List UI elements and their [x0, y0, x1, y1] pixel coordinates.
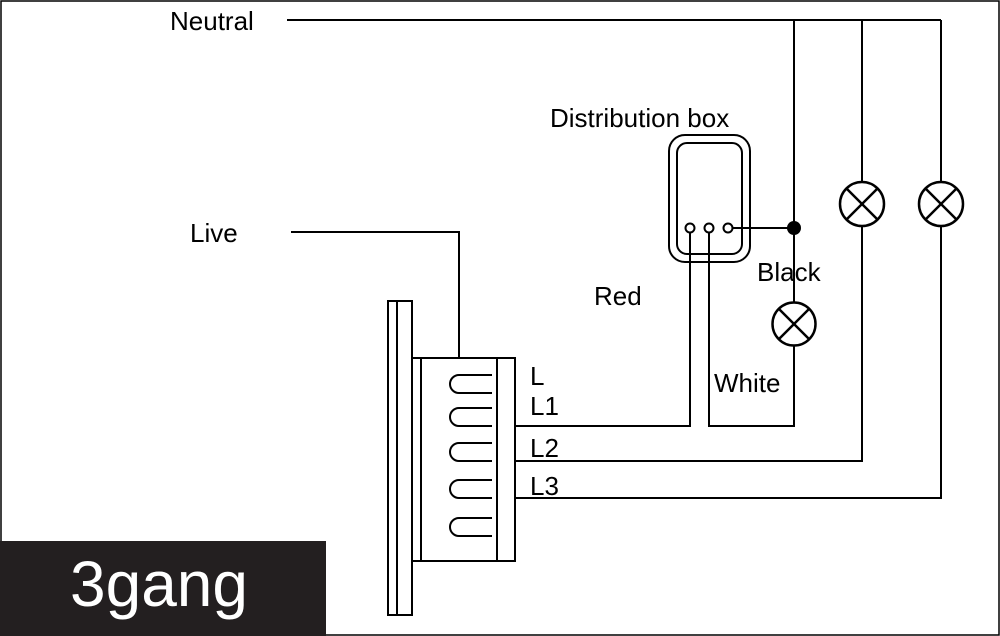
black-wire-label: Black: [757, 257, 822, 287]
terminal-l3: [449, 479, 492, 499]
red-wire: [492, 233, 691, 427]
terminal-l-label: L: [530, 361, 544, 391]
terminal-l1: [449, 407, 492, 427]
switch-terminals: [449, 374, 492, 537]
l3-wire: [492, 227, 942, 499]
neutral-label: Neutral: [170, 6, 254, 36]
white-wire-label: White: [714, 368, 780, 398]
terminal-spare: [449, 517, 492, 537]
terminal-l2-label: L2: [530, 433, 559, 463]
lamp-3-icon: [917, 180, 965, 228]
box-terminal-black: [722, 222, 734, 234]
lamp-2-icon: [838, 180, 886, 228]
terminal-l2: [449, 442, 492, 462]
gang-badge: [0, 541, 326, 636]
box-terminal-white: [703, 222, 715, 234]
distribution-box-label: Distribution box: [550, 103, 729, 133]
junction-dot: [787, 221, 801, 235]
l2-wire: [492, 227, 863, 462]
live-wire: [291, 231, 460, 375]
neutral-wire: [287, 19, 942, 303]
white-wire: [708, 233, 795, 427]
lamp-1-icon: [771, 301, 817, 347]
terminal-l: [449, 374, 492, 394]
switch-panel: [387, 300, 516, 616]
terminal-l1-label: L1: [530, 391, 559, 421]
terminal-l3-label: L3: [530, 471, 559, 501]
red-wire-label: Red: [594, 281, 642, 311]
gang-badge-text: 3gang: [70, 548, 248, 620]
live-label: Live: [190, 218, 238, 248]
box-terminal-red: [684, 222, 696, 234]
